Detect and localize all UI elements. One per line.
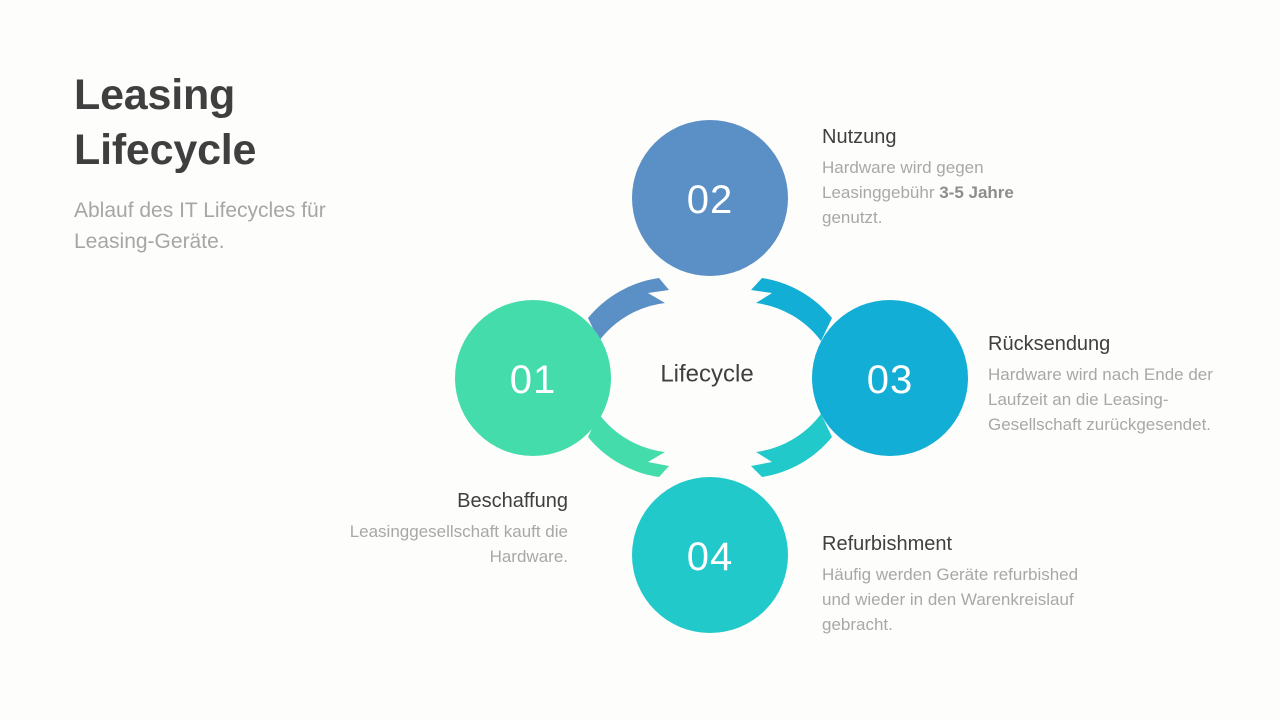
page-subtitle: Ablauf des IT Lifecycles für Leasing-Ger… xyxy=(74,199,326,253)
step-node-01[interactable]: 01 xyxy=(455,300,611,456)
callout-body-nutzung-bold: 3-5 Jahre xyxy=(939,183,1014,203)
connector-01-to-04 xyxy=(588,414,669,477)
callout-beschaffung: Beschaffung Leasinggesellschaft kauft di… xyxy=(318,488,568,569)
step-node-03[interactable]: 03 xyxy=(812,300,968,456)
callout-body-nutzung: Hardware wird gegen Leasinggebühr 3-5 Ja… xyxy=(822,155,1062,230)
callout-body-nutzung-pre: Hardware wird gegen Leasinggebühr xyxy=(822,158,984,203)
callout-body-nutzung-post: genutzt. xyxy=(822,208,883,228)
step-number-02: 02 xyxy=(687,178,734,222)
step-number-03: 03 xyxy=(867,358,914,402)
step-number-01: 01 xyxy=(510,358,557,402)
callout-title-refurbishment: Refurbishment xyxy=(822,533,953,555)
callout-body-beschaffung: Leasinggesellschaft kauft die Hardware. xyxy=(349,522,568,567)
hub-label: Lifecycle xyxy=(660,361,753,388)
callout-title-ruecksendung: Rücksendung xyxy=(988,333,1111,355)
callout-body-ruecksendung: Hardware wird nach Ende der Laufzeit an … xyxy=(988,365,1213,435)
callout-nutzung: Nutzung Hardware wird gegen Leasinggebüh… xyxy=(822,124,1062,230)
callout-body-refurbishment: Häufig werden Geräte refurbished und wie… xyxy=(822,565,1079,635)
step-number-04: 04 xyxy=(687,535,734,579)
callout-refurbishment: Refurbishment Häufig werden Geräte refur… xyxy=(822,531,1090,637)
callout-ruecksendung: Rücksendung Hardware wird nach Ende der … xyxy=(988,331,1246,437)
connector-02-to-01 xyxy=(588,278,669,341)
step-node-02[interactable]: 02 xyxy=(632,120,788,276)
page-title-line-1: Leasing xyxy=(74,71,236,119)
callout-title-nutzung: Nutzung xyxy=(822,126,897,148)
connector-04-to-03 xyxy=(751,414,832,477)
page-title-line-2: Lifecycle xyxy=(74,126,257,175)
callout-title-beschaffung: Beschaffung xyxy=(457,490,568,512)
title-block: Leasing Lifecycle Ablauf des IT Lifecycl… xyxy=(74,68,434,257)
connector-03-to-02 xyxy=(751,278,832,341)
step-node-04[interactable]: 04 xyxy=(632,477,788,633)
